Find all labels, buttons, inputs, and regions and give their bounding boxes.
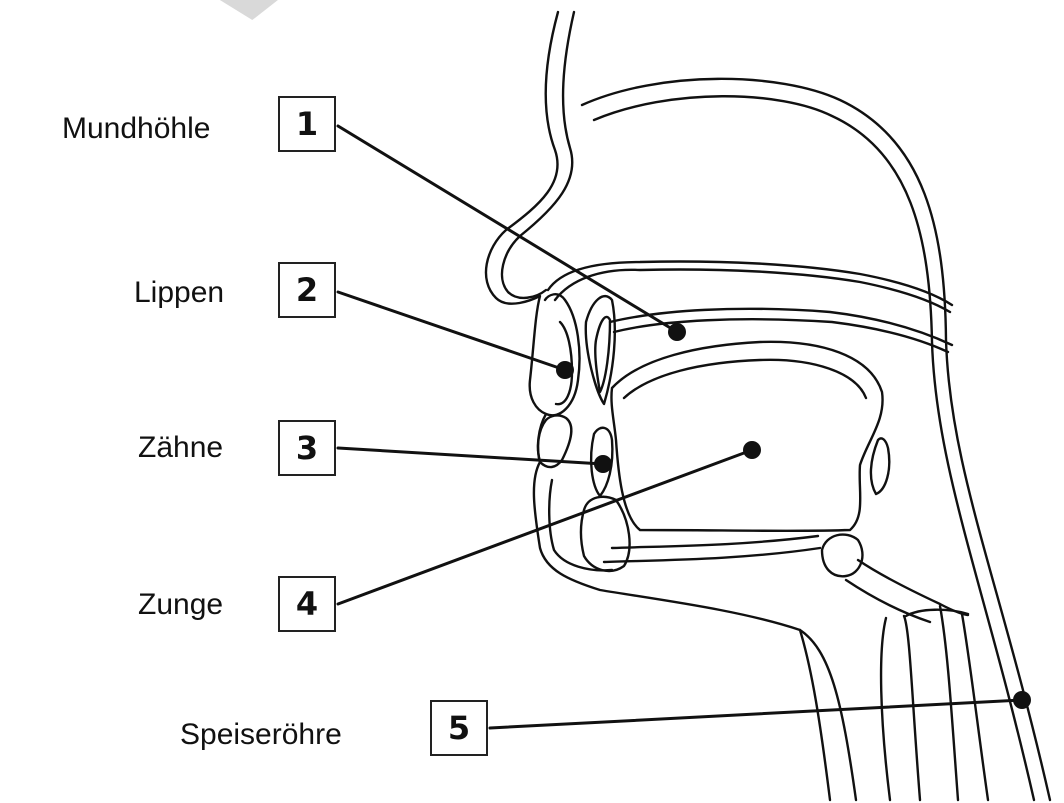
trachea-front bbox=[881, 618, 890, 800]
number-box-4: 4 bbox=[278, 576, 336, 632]
larynx-inner bbox=[846, 580, 930, 622]
label-speiseroehre: Speiseröhre bbox=[180, 718, 342, 752]
pointer-dot-5 bbox=[1013, 691, 1031, 709]
leader-line-4 bbox=[338, 450, 752, 604]
label-zaehne: Zähne bbox=[138, 431, 223, 465]
upper-lip bbox=[545, 294, 579, 415]
head-outline-outer bbox=[582, 79, 1050, 800]
neck-front bbox=[800, 630, 830, 800]
esophagus-back bbox=[962, 614, 988, 800]
number-box-5: 5 bbox=[430, 700, 488, 756]
label-lippen: Lippen bbox=[134, 276, 224, 310]
number-box-3: 3 bbox=[278, 420, 336, 476]
face-outline-outer bbox=[486, 12, 856, 800]
trachea-back bbox=[904, 616, 920, 800]
jaw-inner bbox=[612, 536, 818, 548]
larynx-outer bbox=[858, 560, 968, 615]
pointer-dot-1 bbox=[668, 323, 686, 341]
tongue-outline bbox=[611, 342, 882, 531]
hyoid bbox=[822, 535, 862, 577]
hard-palate bbox=[610, 309, 952, 345]
epiglottis bbox=[871, 438, 889, 494]
pointer-dot-2 bbox=[556, 361, 574, 379]
number-box-1: 1 bbox=[278, 96, 336, 152]
palate-upper bbox=[555, 270, 950, 313]
face-outline-inner bbox=[502, 12, 574, 298]
label-zunge: Zunge bbox=[138, 588, 223, 622]
leader-line-1 bbox=[338, 126, 677, 332]
pointer-dot-3 bbox=[594, 455, 612, 473]
jaw-outer bbox=[604, 548, 820, 562]
number-box-2: 2 bbox=[278, 262, 336, 318]
label-mundhoehle: Mundhöhle bbox=[62, 112, 210, 146]
pointer-dot-4 bbox=[743, 441, 761, 459]
palate-lower bbox=[548, 262, 952, 306]
leader-line-2 bbox=[338, 292, 565, 370]
leader-line-5 bbox=[490, 700, 1022, 728]
